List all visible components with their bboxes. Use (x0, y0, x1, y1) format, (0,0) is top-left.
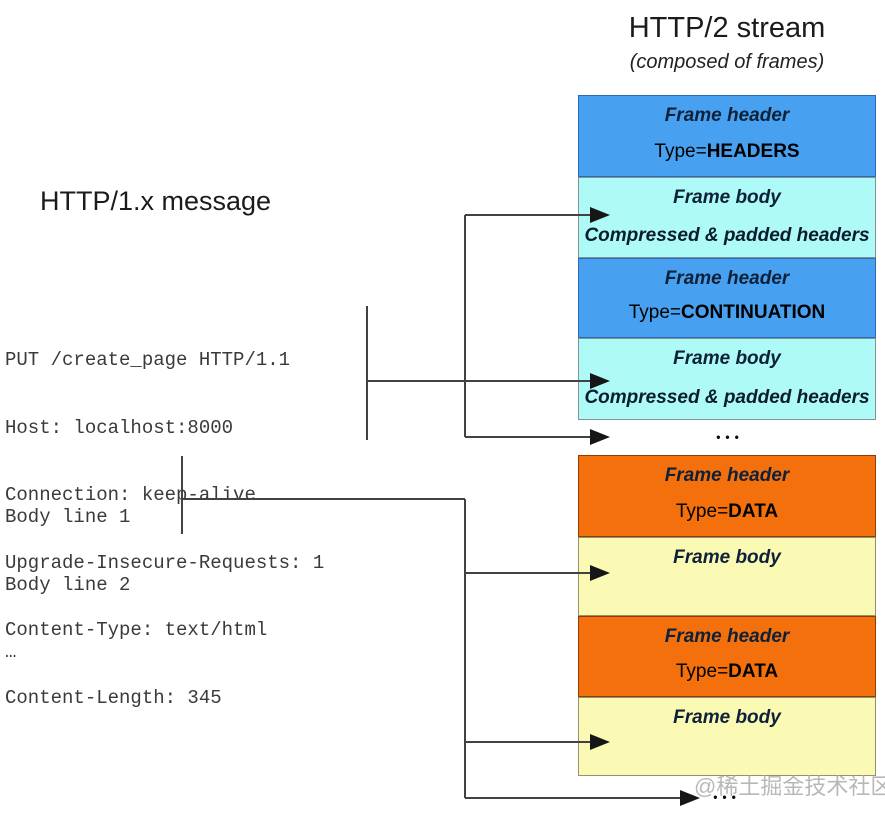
frame-type-line: Type=HEADERS (654, 141, 799, 176)
frame-header-box-continuation: Frame header Type=CONTINUATION (578, 258, 876, 338)
request-line: PUT /create_page HTTP/1.1 (5, 349, 291, 371)
frame-body-label: Frame body (673, 187, 781, 208)
frame-header-box-data-1: Frame header Type=DATA (578, 455, 876, 537)
type-prefix: Type= (628, 302, 682, 323)
frame-body-label: Frame body (673, 707, 781, 728)
frame-type-line: Type=CONTINUATION (629, 302, 826, 337)
type-value: HEADERS (706, 141, 800, 162)
request-line: Content-Length: 345 (5, 686, 222, 709)
request-line: Connection: keep-alive (5, 484, 256, 506)
body-line: Body line 2 (5, 573, 131, 596)
http1-request-headers: PUT /create_page HTTP/1.1 Host: localhos… (5, 304, 324, 754)
frame-body-label: Frame body (673, 348, 781, 369)
http2-title-block: HTTP/2 stream (composed of frames) (578, 12, 876, 74)
frame-body-box-headers: Frame body Compressed & padded headers (578, 177, 876, 258)
frame-header-box-headers: Frame header Type=HEADERS (578, 95, 876, 177)
request-line: Content-Type: text/html (5, 619, 268, 641)
frame-header-box-data-2: Frame header Type=DATA (578, 616, 876, 697)
type-prefix: Type= (675, 661, 729, 682)
frame-type-line: Type=DATA (676, 661, 778, 696)
frame-header-label: Frame header (664, 626, 790, 647)
frame-header-label: Frame header (664, 465, 790, 486)
frame-header-label: Frame header (664, 105, 790, 126)
frame-stack: Frame header Type=HEADERS Frame body Com… (578, 95, 876, 776)
frame-body-box-data-2: Frame body (578, 697, 876, 776)
type-value: DATA (728, 501, 779, 522)
ellipsis-mid: ••• (716, 430, 744, 444)
frame-body-detail: Compressed & padded headers (584, 225, 870, 246)
http1-message-title: HTTP/1.x message (40, 186, 272, 216)
watermark: @稀土掘金技术社区 (694, 774, 885, 799)
body-line: … (5, 641, 17, 663)
frame-body-box-continuation: Frame body Compressed & padded headers (578, 338, 876, 420)
type-prefix: Type= (654, 141, 707, 162)
request-line: Host: localhost:8000 (5, 416, 234, 439)
type-prefix: Type= (675, 501, 729, 522)
ellipsis-bottom: ••• (713, 790, 741, 804)
request-line: Upgrade-Insecure-Requests: 1 (5, 551, 325, 574)
http2-stream-title: HTTP/2 stream (628, 12, 826, 44)
http1-body-lines: Body line 1 Body line 2 … (5, 461, 130, 709)
frame-body-box-data-1: Frame body (578, 537, 876, 616)
type-value: CONTINUATION (681, 302, 826, 323)
frame-header-label: Frame header (664, 268, 790, 289)
frame-body-label: Frame body (673, 547, 781, 568)
frame-type-line: Type=DATA (676, 501, 778, 536)
http2-stream-subtitle: (composed of frames) (629, 51, 825, 73)
frame-body-detail: Compressed & padded headers (584, 387, 870, 408)
type-value: DATA (728, 661, 779, 682)
body-line: Body line 1 (5, 506, 131, 528)
